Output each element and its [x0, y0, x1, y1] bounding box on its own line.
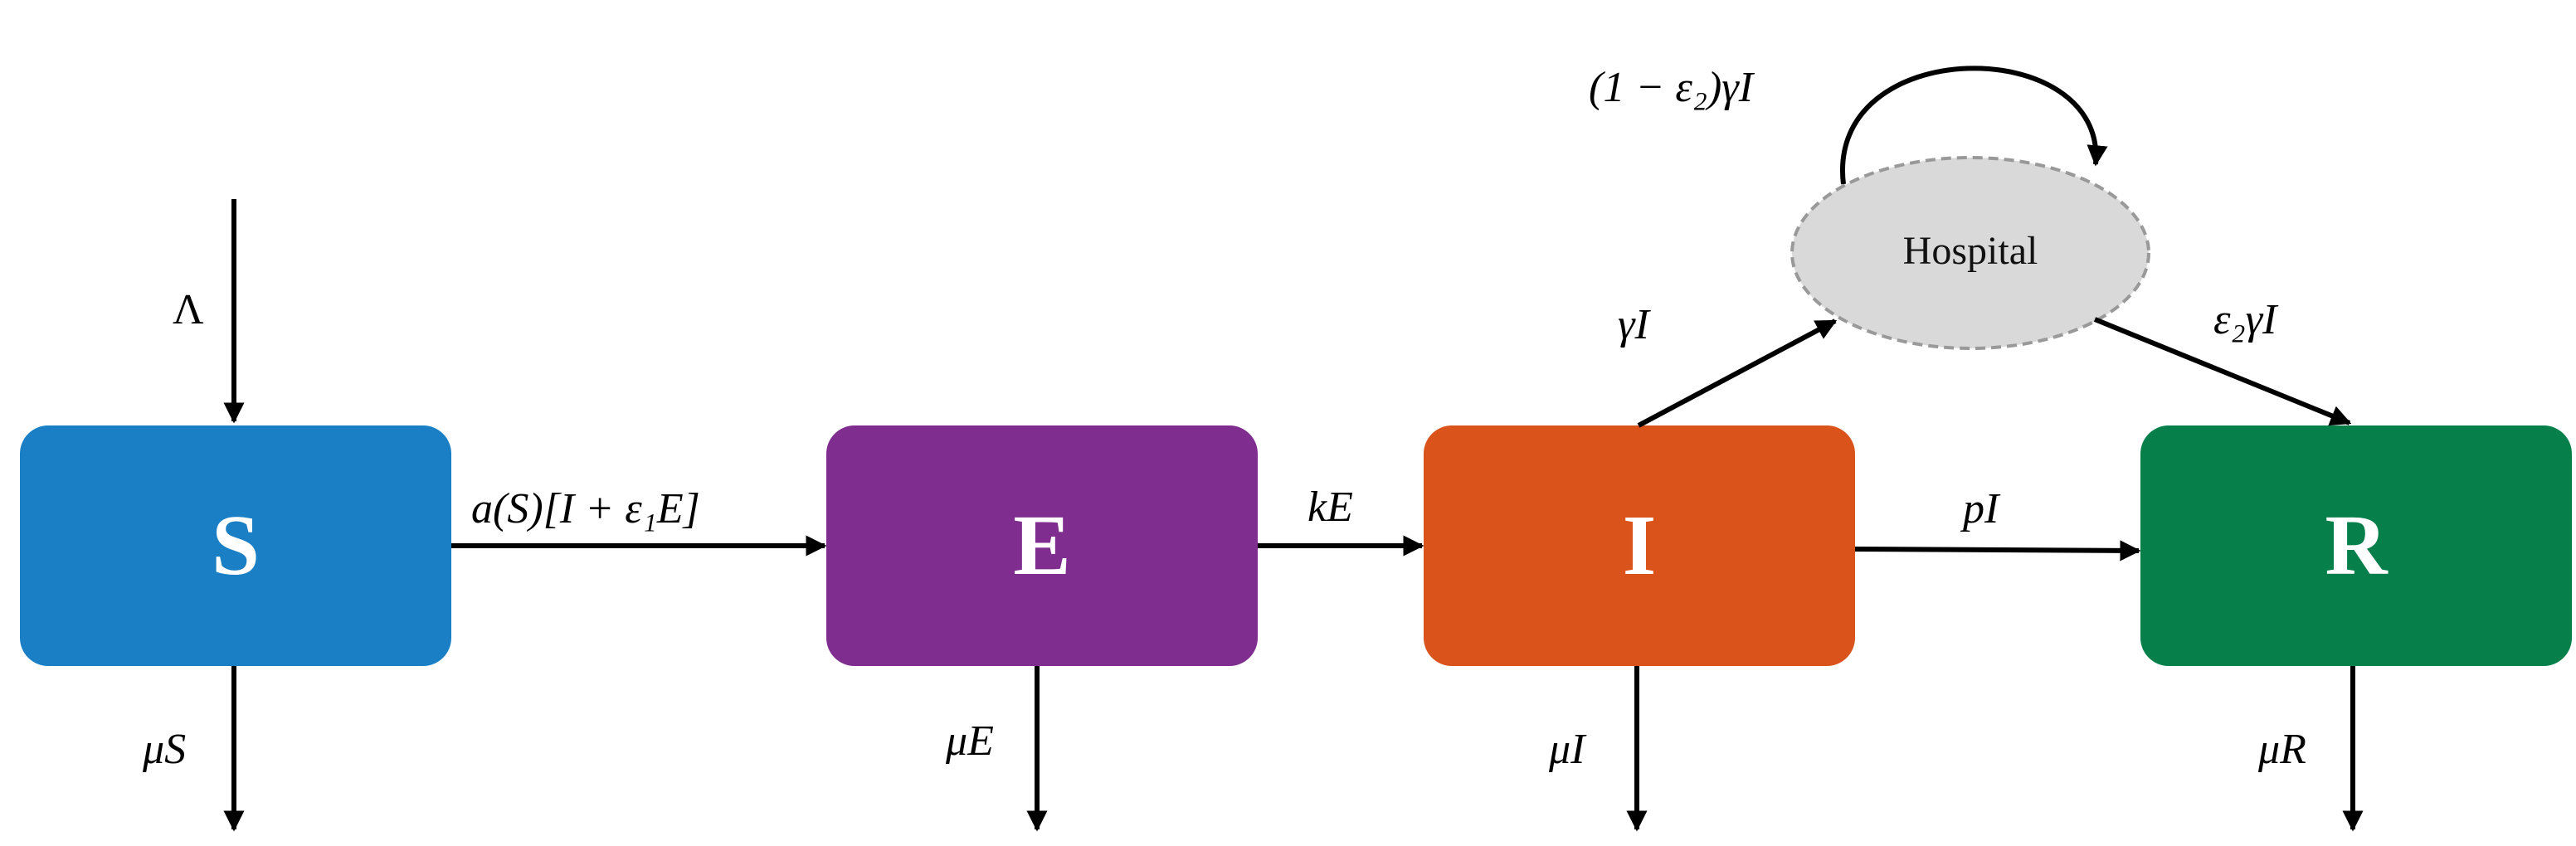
compartment-i: I — [1424, 425, 1855, 666]
death-rate-i-label: μI — [1548, 726, 1587, 773]
compartment-e: E — [826, 425, 1258, 666]
compartment-r-box — [2140, 425, 2572, 666]
arrow-i-to-r — [1854, 540, 2141, 562]
compartment-s: S — [20, 425, 451, 666]
compartment-i-box — [1424, 425, 1855, 666]
hospital-node: Hospital — [1790, 156, 2150, 350]
compartment-e-label: E — [1013, 498, 1070, 593]
rate-e-to-i-label: kE — [1307, 484, 1353, 531]
rate-hospital-to-r-label: ε₂γI — [2213, 296, 2279, 343]
inflow-rate-label: Λ — [173, 286, 204, 333]
compartment-s-label: S — [212, 498, 260, 593]
rate-s-to-e-label: a(S)[I + ε₁E] — [471, 485, 700, 532]
death-rate-e-label: μE — [945, 717, 994, 765]
rate-i-to-hospital-label: γI — [1618, 301, 1651, 348]
hospital-self-loop-arrow — [1840, 66, 2108, 185]
death-rate-r-label: μR — [2257, 726, 2306, 773]
arrow-i-to-hospital — [1637, 318, 1838, 428]
hospital-label: Hospital — [1903, 229, 2038, 273]
death-rate-s-label: μS — [142, 726, 186, 773]
hospital-ellipse — [1790, 156, 2150, 350]
compartment-r-label: R — [2325, 498, 2389, 593]
compartment-i-label: I — [1623, 498, 1656, 593]
compartment-s-box — [20, 425, 451, 666]
compartment-r: R — [2140, 425, 2572, 666]
arrow-hospital-to-r — [2093, 317, 2352, 426]
compartment-e-box — [826, 425, 1258, 666]
rate-hospital-loop-label: (1 − ε₂)γI — [1589, 64, 1755, 111]
rate-i-to-r-label: pI — [1960, 485, 2001, 532]
